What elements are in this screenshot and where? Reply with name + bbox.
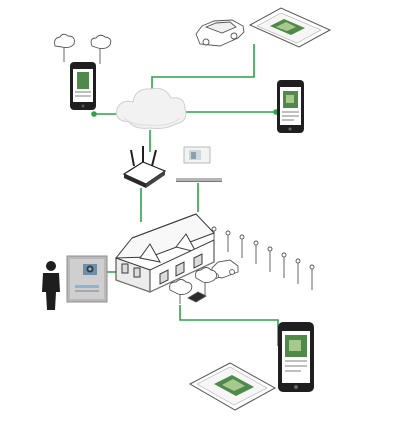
car-icon <box>195 19 245 47</box>
smartphone-icon <box>278 322 314 392</box>
door-station-icon <box>66 255 108 303</box>
connector-house-to-phone-bottom <box>179 305 279 346</box>
smartphone-icon <box>277 80 304 133</box>
wifi-router-icon <box>122 146 167 188</box>
cloud-icon <box>116 87 187 129</box>
connector-dot <box>91 111 97 117</box>
tablet-icon <box>188 362 277 411</box>
tablet-icon <box>248 7 332 48</box>
fence-icon <box>211 226 315 290</box>
connectors <box>91 44 279 346</box>
indoor-monitor-icon <box>176 146 222 182</box>
person-icon <box>42 261 60 310</box>
connector-cloud-to-tablet <box>151 44 255 90</box>
tree-icon <box>54 33 112 64</box>
tree-icon <box>169 267 217 304</box>
smartphone-icon <box>70 62 96 110</box>
house-icon <box>114 213 215 293</box>
